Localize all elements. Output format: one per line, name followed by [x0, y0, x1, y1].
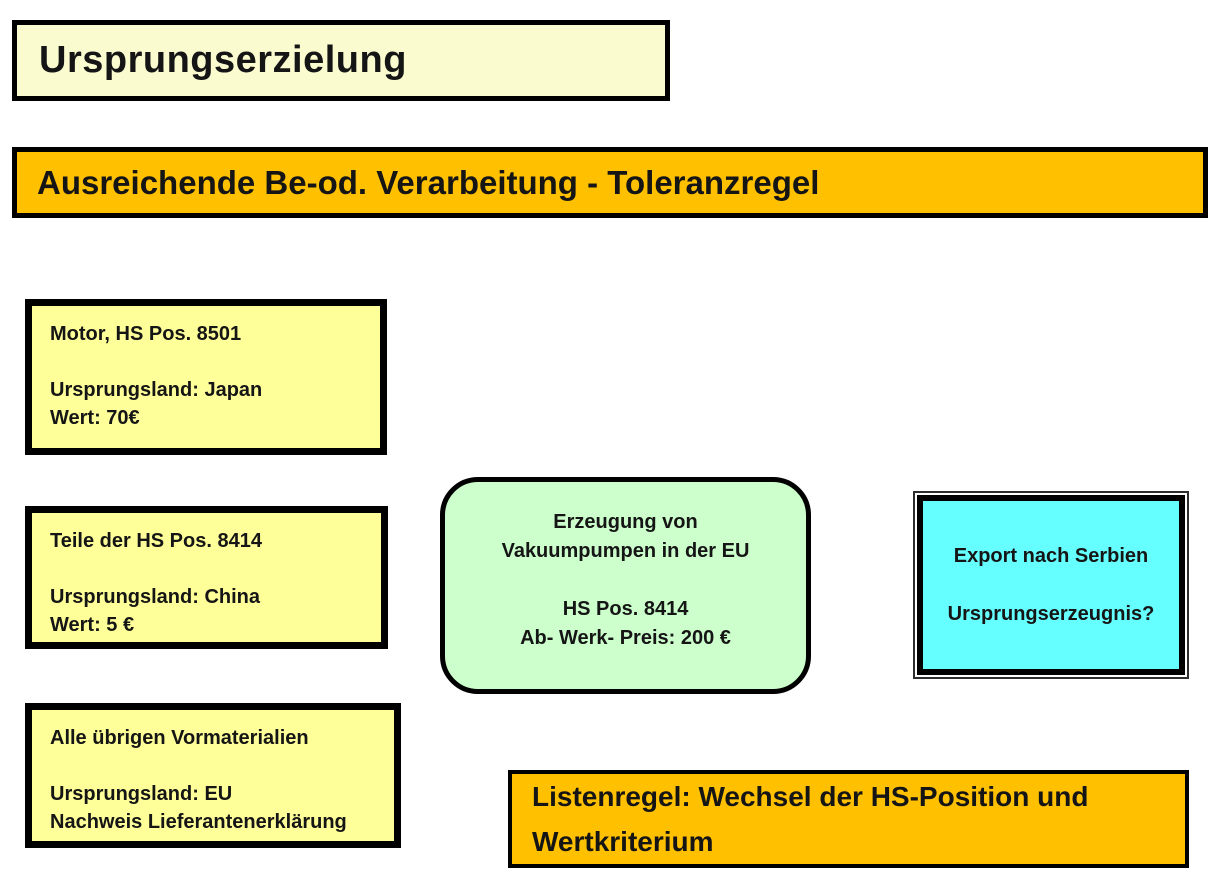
material-box-origin: Ursprungsland: China: [50, 586, 261, 608]
material-box-parts: Teile der HS Pos. 8414 Ursprungsland: Ch…: [25, 506, 388, 649]
export-box: Export nach Serbien Ursprungserzeugnis?: [913, 491, 1189, 679]
topic-banner: Ausreichende Be-od. Verarbeitung - Toler…: [12, 147, 1208, 218]
production-line: Vakuumpumpen in der EU: [501, 540, 750, 562]
topic-banner-label: Ausreichende Be-od. Verarbeitung - Toler…: [37, 163, 820, 201]
spacer-line: [50, 555, 381, 583]
material-box-proof: Nachweis Lieferantenerklärung: [50, 811, 347, 833]
rule-banner: Listenregel: Wechsel der HS-Position und…: [508, 770, 1189, 868]
slide-title: Ursprungserzielung: [39, 39, 407, 81]
material-box-title: Alle übrigen Vormaterialien: [50, 727, 309, 749]
spacer-line: [50, 752, 394, 780]
spacer-line: [445, 566, 806, 595]
material-box-title: Motor, HS Pos. 8501: [50, 323, 242, 345]
production-price: Ab- Werk- Preis: 200 €: [520, 627, 731, 649]
material-box-motor: Motor, HS Pos. 8501 Ursprungsland: Japan…: [25, 299, 387, 455]
spacer-line: [923, 571, 1179, 600]
production-hs-pos: HS Pos. 8414: [562, 598, 689, 620]
material-box-origin: Ursprungsland: Japan: [50, 379, 263, 401]
material-box-title: Teile der HS Pos. 8414: [50, 530, 262, 552]
export-box-inner: Export nach Serbien Ursprungserzeugnis?: [917, 495, 1185, 675]
rule-banner-label: Listenregel: Wechsel der HS-Position und…: [532, 781, 1089, 857]
slide-title-box: Ursprungserzielung: [12, 20, 670, 101]
export-destination: Export nach Serbien: [953, 544, 1149, 567]
production-line: Erzeugung von: [553, 511, 698, 533]
material-box-value: Wert: 70€: [50, 407, 140, 429]
production-box: Erzeugung von Vakuumpumpen in der EU HS …: [440, 477, 811, 694]
export-question: Ursprungserzeugnis?: [947, 602, 1155, 625]
material-box-origin: Ursprungsland: EU: [50, 783, 233, 805]
material-box-other: Alle übrigen Vormaterialien Ursprungslan…: [25, 703, 401, 848]
material-box-value: Wert: 5 €: [50, 614, 135, 636]
spacer-line: [50, 348, 380, 376]
